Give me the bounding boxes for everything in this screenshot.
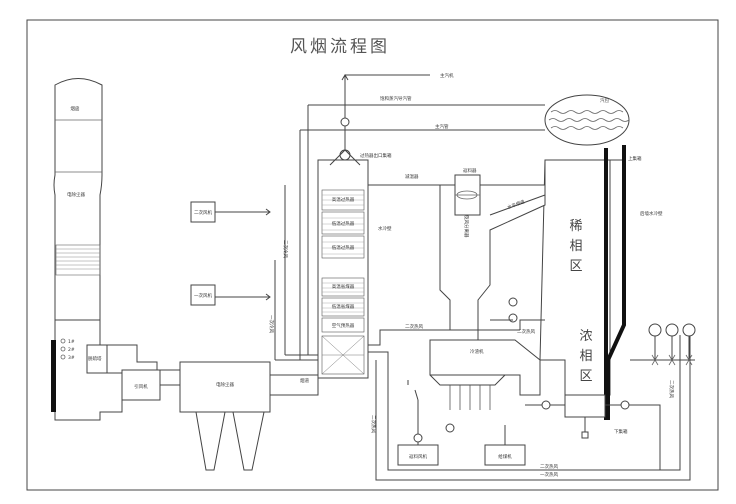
hs2-label: 低温过热器 <box>332 220 355 227</box>
lean-bed-label-2: 相 <box>569 239 582 254</box>
right-fans <box>630 323 696 366</box>
level-3-label: 3# <box>68 355 75 361</box>
tail-shaft: 高温过热器 低温过热器 低温过热器 高温省煤器 低温省煤器 空气预热器 水冷壁 <box>317 159 440 379</box>
secondary-air-bottom-label: 二次热风 <box>540 463 558 470</box>
level-2-label: 2# <box>68 347 75 353</box>
hs4-label: 高温省煤器 <box>332 283 355 290</box>
dense-bed-label-2: 相 <box>579 349 592 364</box>
lean-bed-label: 稀 <box>569 219 582 234</box>
drum-to-sh-label: 饱和蒸汽导汽管 <box>380 95 412 102</box>
valves <box>490 297 518 323</box>
lower-precipitator: 电除尘器 烟道 <box>160 361 319 471</box>
slag-label: 冷渣机 <box>470 348 484 355</box>
desulfur-tower: 脱硫塔 <box>86 344 108 374</box>
cyclone: 旋风分离器 返料器 减温器 水平烟道 <box>405 167 546 331</box>
air-lines: 二次风机 一次风机 二次冷风 一次冷风 二次热风 二次热风 一次热风 二次热风 … <box>190 185 691 481</box>
level-1-label: 1# <box>68 339 75 345</box>
cyclone-label: 旋风分离器 <box>463 215 470 238</box>
upper-precipitator-label: 电除尘器 <box>67 191 85 198</box>
primary-air-label: 一次热风 <box>540 471 558 478</box>
secondary-fan-label: 二次风机 <box>194 209 212 216</box>
primary-fan-label: 一次风机 <box>194 292 212 299</box>
secondary-air-v-label: 二次冷风 <box>282 240 289 258</box>
chimney-label: 烟囱 <box>71 105 80 112</box>
top-header-label: 上集箱 <box>628 155 642 162</box>
dense-bed-label: 浓 <box>579 329 592 344</box>
lean-bed-label-3: 区 <box>569 259 582 274</box>
id-fan-duct: 引风机 <box>54 344 180 421</box>
flue-label: 烟道 <box>300 377 309 384</box>
hs1-label: 高温过热器 <box>332 196 355 203</box>
top-piping: 主汽机 饱和蒸汽导汽管 主汽管 过热器出口集箱 <box>299 72 545 360</box>
outer-frame <box>26 19 719 491</box>
drum-label: 汽包 <box>600 97 609 104</box>
dense-bed-label-3: 区 <box>579 369 592 384</box>
bottom-fans: 返料风机 给煤机 <box>397 380 526 466</box>
steam-drum: 汽包 <box>544 94 630 146</box>
return-leg-label: 返料器 <box>463 167 477 174</box>
chimney: 烟囱 电除尘器 1# 2# 3# <box>51 78 103 412</box>
feed-fan-label: 返料风机 <box>409 453 427 460</box>
page-title: 风烟流程图 <box>290 37 390 57</box>
ash-cooler: 冷渣机 <box>429 330 541 410</box>
air-preheater-label: 空气预热器 <box>332 322 355 329</box>
main-steam-pipe-label: 主汽管 <box>435 123 449 130</box>
desulfur-label: 脱硫塔 <box>88 355 102 362</box>
rear-wall-label: 后墙水冷壁 <box>640 210 663 217</box>
secondary-air-label-2: 二次热风 <box>517 328 535 335</box>
main-steam-label: 主汽机 <box>440 72 454 79</box>
secondary-air-label: 二次热风 <box>405 323 423 330</box>
id-fan-label: 引风机 <box>134 383 148 390</box>
furnace: 稀 相 区 浓 相 区 下集箱 上集箱 后墙水冷壁 <box>539 145 663 439</box>
vertical-flue-label: 水冷壁 <box>378 225 392 232</box>
secondary-air-right-label: 二次热风 <box>668 380 675 398</box>
coal-feeder-label: 给煤机 <box>498 453 512 460</box>
reheater-label: 减温器 <box>405 173 419 180</box>
primary-air-v-label: 一次冷风 <box>268 315 275 333</box>
hs3-label: 低温过热器 <box>332 244 355 251</box>
sh-outlet-label: 过热器出口集箱 <box>360 152 392 159</box>
lower-precipitator-label: 电除尘器 <box>216 381 234 388</box>
secondary-air-side-label: 二次热风 <box>370 415 377 433</box>
hs5-label: 低温省煤器 <box>332 303 355 310</box>
bottom-header-label: 下集箱 <box>614 428 628 435</box>
